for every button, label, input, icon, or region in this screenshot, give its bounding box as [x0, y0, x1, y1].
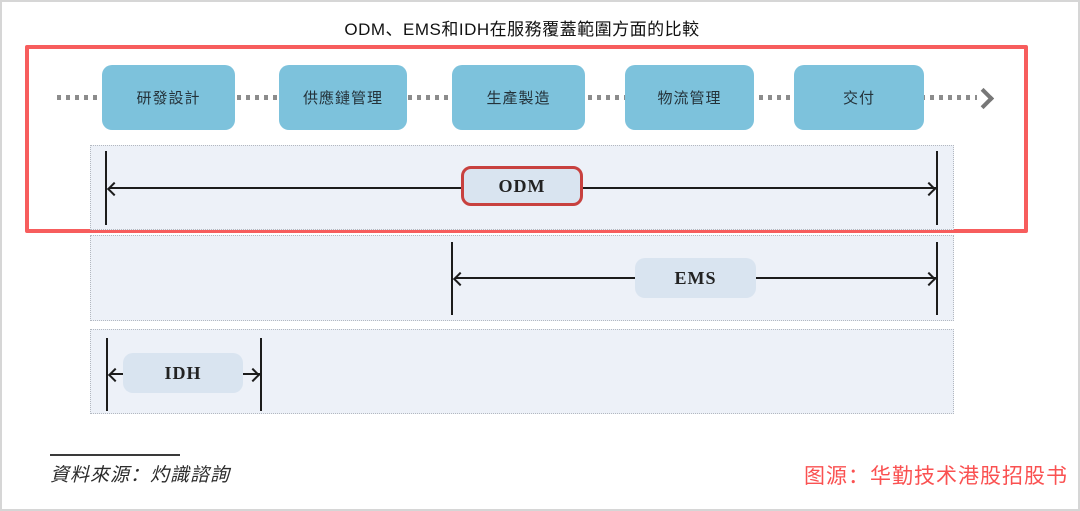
process-flow-arrowhead-icon	[972, 87, 995, 110]
idh-coverage-band: IDH	[90, 329, 954, 414]
idh-arrow-left-tip	[107, 367, 123, 383]
flow-step-rnd-design: 研發設計	[102, 65, 235, 130]
odm-arrow-right-tip	[921, 181, 937, 197]
image-credit-caption: 图源：华勤技术港股招股书	[804, 465, 1068, 488]
ems-arrow-right-tip	[921, 271, 937, 287]
idh-range-start-bar	[106, 338, 108, 411]
idh-range-label: IDH	[123, 353, 243, 393]
flow-step-manufacturing: 生產製造	[452, 65, 585, 130]
ems-arrow-left-tip	[452, 271, 468, 287]
flow-step-delivery: 交付	[794, 65, 924, 130]
ems-range-label: EMS	[635, 258, 756, 298]
odm-range-label: ODM	[461, 166, 583, 206]
flow-step-logistics: 物流管理	[625, 65, 754, 130]
ems-range-end-bar	[936, 242, 938, 315]
idh-arrow-right-tip	[245, 367, 261, 383]
odm-range-end-bar	[936, 151, 938, 225]
ems-range-start-bar	[451, 242, 453, 315]
idh-range-end-bar	[260, 338, 262, 411]
source-note: 資料來源：灼識諮詢	[50, 465, 231, 486]
odm-range-start-bar	[105, 151, 107, 225]
ems-coverage-band: EMS	[90, 235, 954, 321]
odm-arrow-left-tip	[106, 181, 122, 197]
figure-title: ODM、EMS和IDH在服務覆蓋範圍方面的比較	[344, 20, 700, 39]
flow-step-supply-chain: 供應鏈管理	[279, 65, 407, 130]
odm-coverage-band: ODM	[90, 145, 954, 230]
source-divider-line	[50, 454, 180, 456]
